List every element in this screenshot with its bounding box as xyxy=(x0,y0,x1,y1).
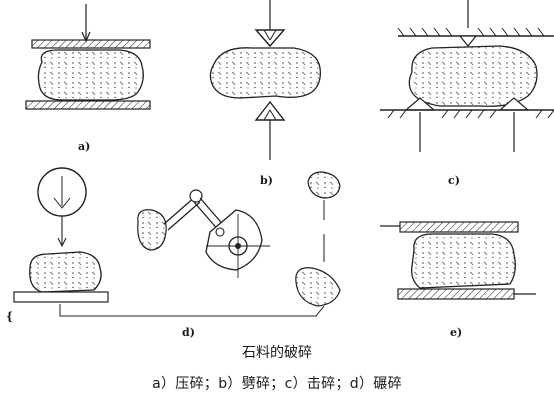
upper-wedge xyxy=(254,29,286,48)
rock xyxy=(37,49,144,101)
figure-title: 石料的破碎 xyxy=(242,345,312,361)
figure-legend: a）压碎；b）劈碎；c）击碎；d）碾碎 xyxy=(152,376,402,392)
panel-e: e) xyxy=(380,221,536,339)
top-plate xyxy=(399,221,519,233)
rock-crushing-diagram: a) b) c) xyxy=(6,0,554,339)
stray-mark: { xyxy=(6,310,13,323)
panel-a-label: a) xyxy=(78,140,90,153)
rock-fragment xyxy=(307,171,341,199)
panel-d-label: d) xyxy=(182,326,195,339)
rock xyxy=(29,251,102,293)
top-plate xyxy=(31,39,151,49)
panel-d: { d) xyxy=(6,167,341,339)
panel-b-label: b) xyxy=(260,174,273,187)
rock-fragment xyxy=(137,209,167,251)
lower-wedge xyxy=(254,100,286,121)
rock-fragment xyxy=(295,267,341,307)
bottom-plate xyxy=(25,100,151,110)
rock xyxy=(209,47,321,99)
panel-c: c) xyxy=(380,0,554,187)
panel-c-label: c) xyxy=(448,174,460,187)
panel-b: b) xyxy=(209,0,321,187)
panel-a: a) xyxy=(25,4,151,153)
rock xyxy=(408,45,538,107)
bottom-plate xyxy=(397,288,515,300)
panel-e-label: e) xyxy=(450,326,462,339)
base-plate xyxy=(13,291,109,303)
rock xyxy=(411,233,516,289)
